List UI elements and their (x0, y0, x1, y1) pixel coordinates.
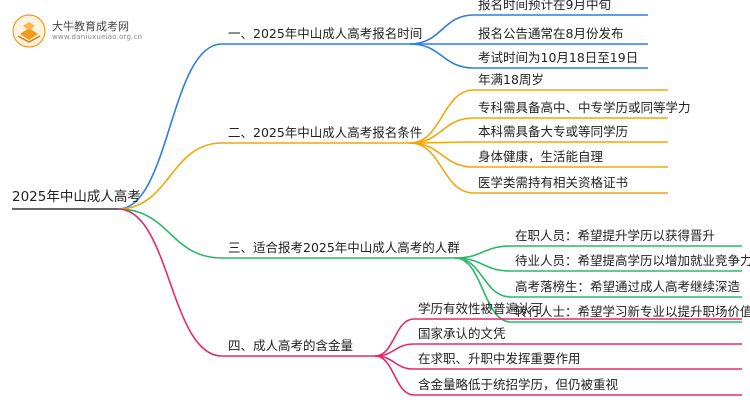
leaf-node: 年满18周岁 (478, 72, 544, 87)
branch-to-leaf-connector (374, 355, 415, 396)
leaf-node: 高考落榜生：希望通过成人高考继续深造 (515, 279, 741, 294)
leaf-node: 医学类需持有相关资格证书 (478, 175, 629, 190)
leaf-node: 本科需具备大专或等同学历 (478, 124, 629, 139)
root-to-branch-connector (117, 208, 223, 357)
branch-node: 二、2025年中山成人高考报名条件 (228, 125, 423, 140)
branch-node: 一、2025年中山成人高考报名时间 (228, 26, 423, 41)
branch-to-leaf-connector (454, 257, 512, 323)
leaf-node: 身体健康，生活能自理 (478, 149, 604, 164)
branch-node: 四、成人高考的含金量 (228, 338, 354, 353)
leaf-node: 在求职、升职中发挥重要作用 (418, 351, 581, 366)
logo: 大牛教育成考网 www.daniuxueiao.org.cn (12, 14, 142, 48)
logo-url: www.daniuxueiao.org.cn (52, 33, 143, 41)
logo-book-icon (12, 14, 46, 48)
leaf-node: 转行人士：希望学习新专业以提升职场价值 (515, 304, 750, 319)
leaf-node: 专科需具备高中、中专学历或同等学力 (478, 100, 691, 115)
branch-to-leaf-connector (409, 142, 475, 194)
leaf-node: 报名公告通常在8月份发布 (478, 26, 624, 41)
leaf-node: 国家承认的文凭 (418, 326, 506, 341)
branch-to-leaf-connector (409, 89, 475, 144)
leaf-node: 含金量略低于统招学历，但仍被重视 (418, 377, 619, 392)
branch-to-leaf-connector (409, 43, 475, 69)
branch-node: 三、适合报考2025年中山成人高考的人群 (228, 240, 460, 255)
root-to-branch-connector (117, 208, 223, 259)
branch-to-leaf-connector (409, 142, 475, 168)
leaf-node: 考试时间为10月18日至19日 (478, 50, 639, 65)
branch-to-leaf-connector (454, 245, 512, 259)
leaf-node: 待业人员：希望提高学历以增加就业竞争力 (515, 253, 750, 268)
root-to-branch-connector (117, 43, 223, 210)
root-node: 2025年中山成人高考 (12, 189, 141, 205)
branch-to-leaf-connector (409, 14, 475, 45)
logo-name: 大牛教育成考网 (52, 20, 129, 33)
root-to-branch-connector (117, 142, 223, 210)
leaf-node: 学历有效性被普遍认可 (418, 301, 544, 316)
leaf-node: 报名时间预计在9月中旬 (478, 0, 611, 12)
leaf-node: 在职人员：希望提升学历以获得晋升 (515, 228, 716, 243)
